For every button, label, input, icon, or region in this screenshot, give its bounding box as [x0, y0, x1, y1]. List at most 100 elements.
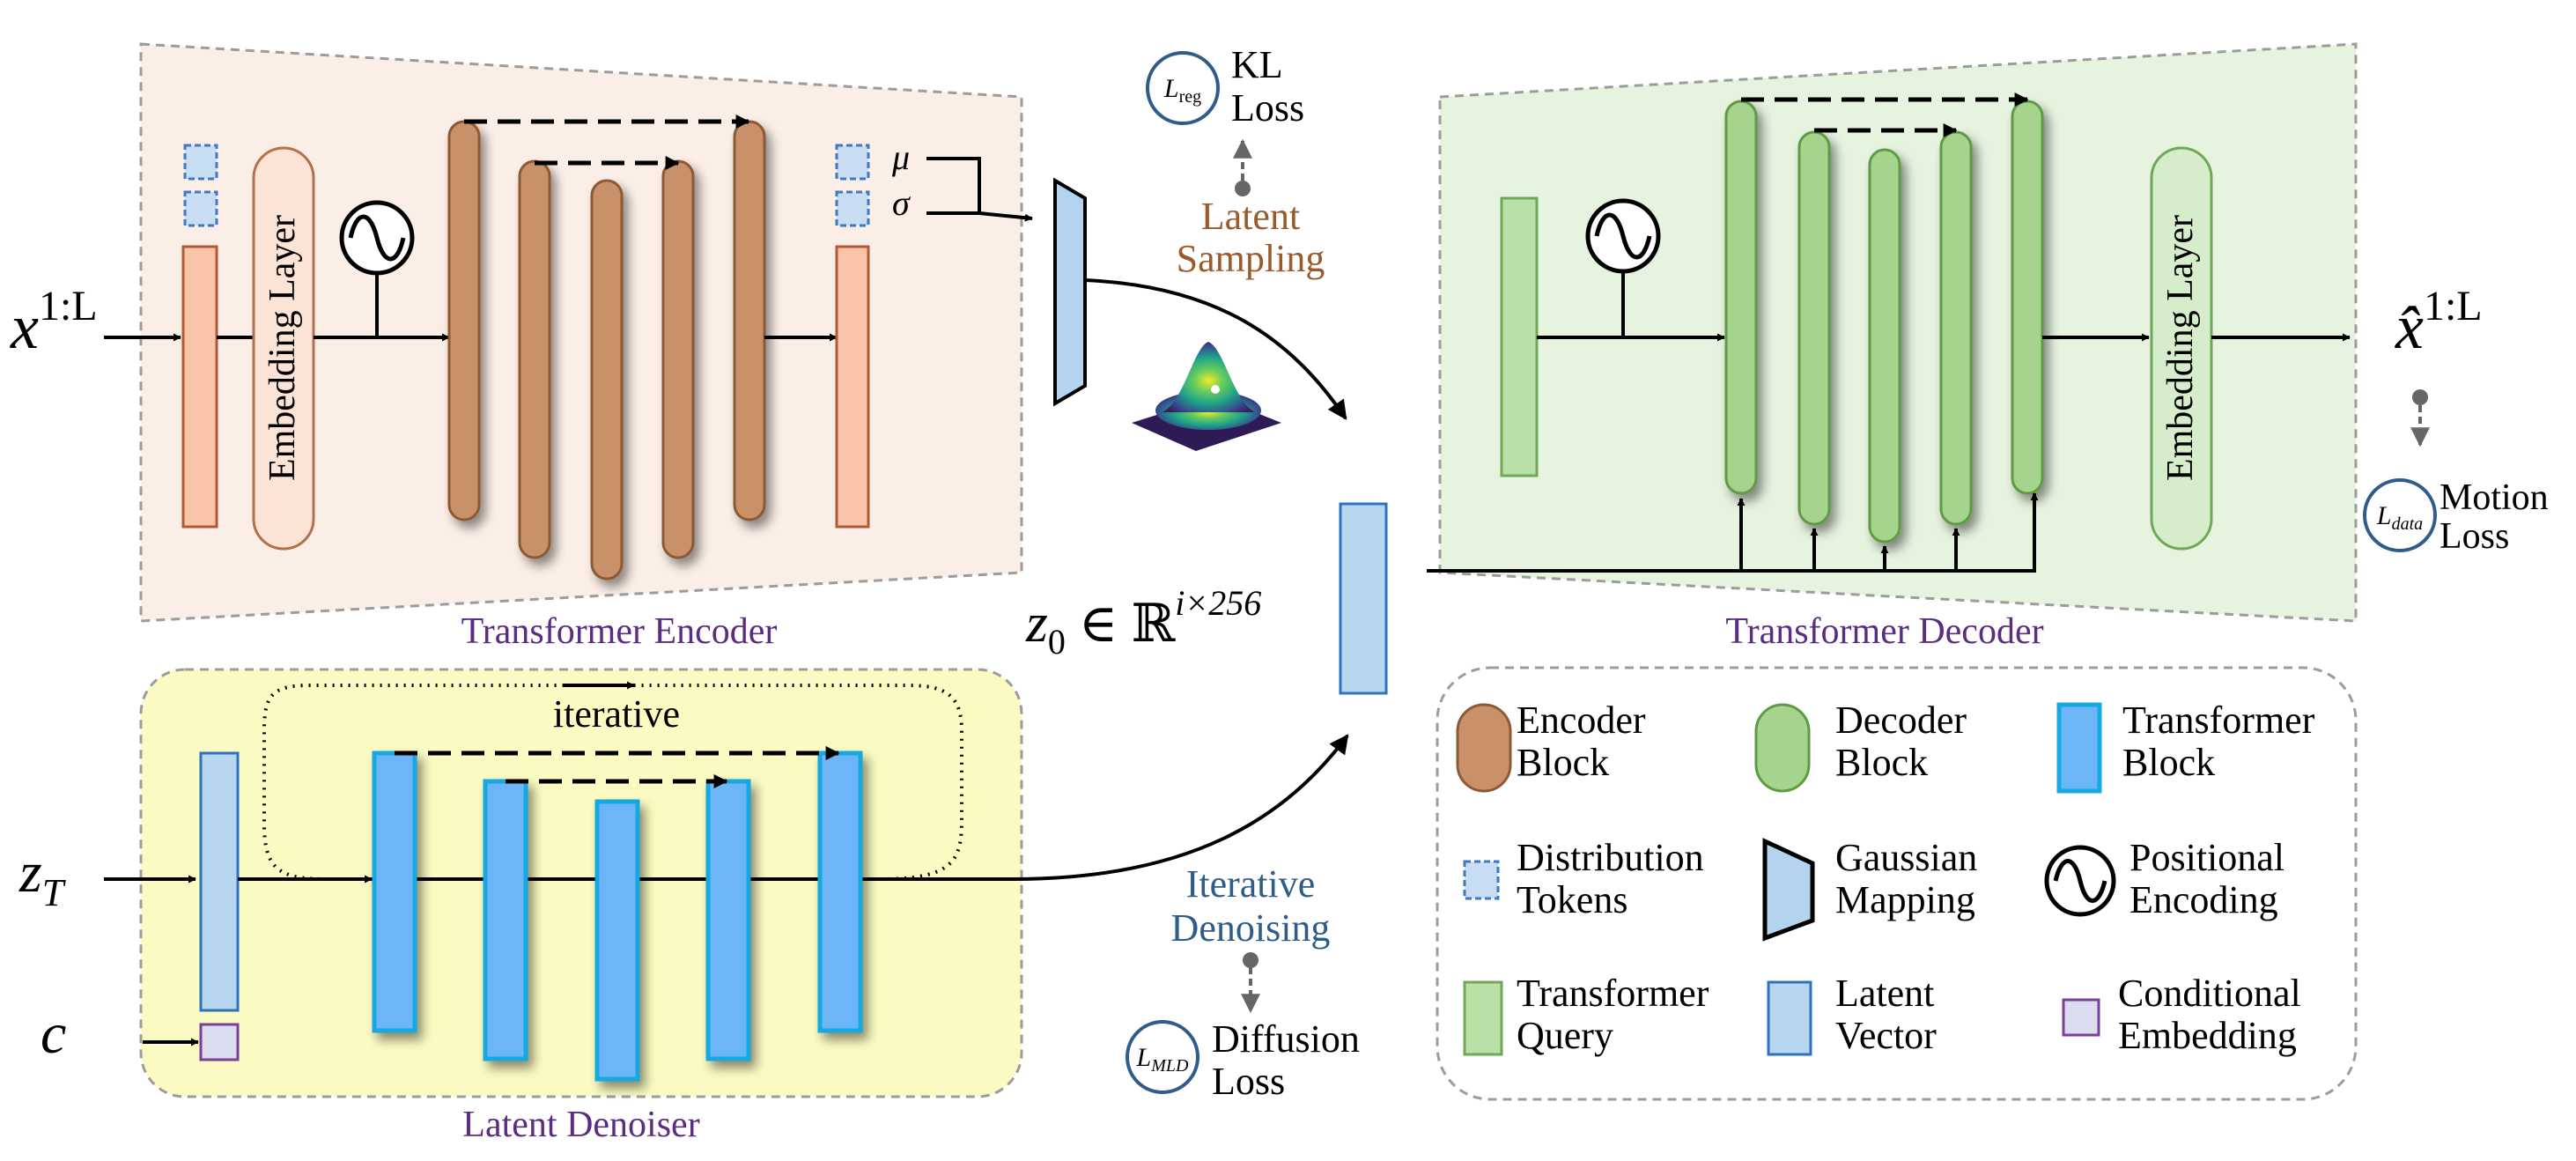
- denoiser-latent-vector: [199, 751, 240, 1012]
- decoder-block-icon: [1754, 703, 1811, 793]
- conditional-embedding: [199, 1023, 240, 1061]
- decoder-block: [2011, 100, 2044, 495]
- legend-item-gaussian-mapping: Gaussian Mapping: [1762, 836, 1977, 942]
- distribution-token: [183, 144, 218, 181]
- transformer-block: [817, 751, 863, 1033]
- svg-text:Embedding: Embedding: [2118, 1014, 2297, 1057]
- encoder-panel: [139, 42, 1023, 623]
- svg-text:Vector: Vector: [1835, 1014, 1937, 1057]
- kl-loss: Lreg KL Loss: [1146, 43, 1304, 129]
- mu-label: μ: [891, 137, 910, 177]
- diffusion-loss: LMLD Diffusion Loss: [1126, 1017, 1360, 1103]
- c-label: c: [41, 1002, 66, 1066]
- decoder-output-label: x̂1:L: [2395, 283, 2483, 362]
- distribution-token: [835, 190, 870, 227]
- latent-vector-z0: [1339, 502, 1388, 695]
- encoder-block: [518, 159, 551, 559]
- diffusion-loss-label-line1: Diffusion: [1212, 1017, 1360, 1061]
- transformer-block: [594, 799, 640, 1082]
- svg-text:Gaussian: Gaussian: [1835, 836, 1977, 879]
- svg-text:Query: Query: [1517, 1014, 1613, 1057]
- motion-loss-icon: [2363, 478, 2437, 552]
- svg-text:Transformer: Transformer: [2122, 699, 2315, 742]
- svg-text:Latent: Latent: [1835, 972, 1934, 1015]
- kl-loss-icon: [1146, 51, 1220, 125]
- legend-item-latent-vector: Latent Vector: [1767, 972, 1937, 1057]
- decoder-embedding-label: Embedding Layer: [2160, 215, 2201, 481]
- iterative-denoising-line1: Iterative: [1186, 862, 1316, 906]
- transformer-block: [483, 779, 528, 1061]
- legend-panel: [1436, 666, 2358, 1101]
- iterative-label: iterative: [553, 692, 680, 736]
- encoder-blocks: [447, 120, 766, 580]
- encoder-block-icon: [1456, 703, 1512, 793]
- z0-label: z0 ∈ ℝi×256: [1025, 583, 1261, 662]
- decoder-block: [1797, 130, 1831, 526]
- transformer-query-icon: [1463, 980, 1503, 1056]
- motion-loss-label-line1: Motion: [2439, 477, 2549, 518]
- svg-text:Lreg: Lreg: [1163, 74, 1201, 107]
- encoder-output-vector: [835, 245, 870, 529]
- distribution-tokens-icon: [1463, 860, 1500, 900]
- latent-vector-icon: [1767, 980, 1812, 1056]
- denoiser-panel: [139, 668, 1023, 1098]
- sigma-label: σ: [892, 183, 911, 223]
- svg-text:Mapping: Mapping: [1835, 878, 1975, 921]
- encoder-input-vector: [181, 245, 218, 529]
- svg-text:Encoder: Encoder: [1517, 699, 1646, 742]
- diffusion-loss-icon: [1126, 1020, 1199, 1094]
- transformer-block: [705, 779, 751, 1061]
- legend-item-decoder-block: Decoder Block: [1754, 699, 1967, 793]
- svg-text:Decoder: Decoder: [1835, 699, 1967, 742]
- svg-text:Block: Block: [1835, 741, 1928, 784]
- svg-text:Distribution: Distribution: [1517, 836, 1704, 879]
- transformer-block: [372, 751, 417, 1033]
- svg-text:LMLD: LMLD: [1136, 1043, 1189, 1076]
- decoder-blocks: [1724, 100, 2044, 544]
- kl-loss-label-line1: KL: [1231, 43, 1283, 86]
- svg-text:Block: Block: [2122, 741, 2215, 784]
- encoder-input-label: x1:L: [10, 283, 98, 362]
- latent-sampling-line2: Sampling: [1177, 237, 1325, 280]
- legend-item-transformer-query: Transformer Query: [1463, 972, 1709, 1057]
- encoder-block: [733, 120, 766, 521]
- decoder-panel-label: Transformer Decoder: [1725, 611, 2043, 652]
- encoder-embedding-label: Embedding Layer: [262, 215, 303, 481]
- motion-loss: Ldata Motion Loss: [2363, 477, 2549, 557]
- gaussian-mapping: [1053, 177, 1087, 407]
- legend-item-encoder-block: Encoder Block: [1456, 699, 1646, 793]
- svg-text:Positional: Positional: [2129, 836, 2284, 879]
- legend-item-positional-encoding: Positional Encoding: [2044, 836, 2284, 921]
- encoder-panel-label: Transformer Encoder: [461, 611, 778, 652]
- decoder-block: [1868, 148, 1901, 544]
- zt-label: zT: [18, 840, 67, 914]
- decoder-block: [1939, 130, 1973, 526]
- svg-text:Tokens: Tokens: [1517, 878, 1628, 921]
- encoder-block: [590, 179, 624, 580]
- distribution-token: [183, 190, 218, 227]
- encoder-embedding-layer: [252, 146, 315, 551]
- legend-item-conditional-embedding: Conditional Embedding: [2062, 972, 2301, 1057]
- decoder-embedding-layer: [2150, 146, 2213, 551]
- gaussian-mapping-icon: [1762, 838, 1815, 942]
- motion-loss-label-line2: Loss: [2439, 516, 2509, 557]
- decoder-block: [1724, 100, 1758, 495]
- distribution-token: [835, 144, 870, 181]
- gaussian-surface: [1132, 342, 1281, 451]
- encoder-block: [661, 159, 695, 559]
- encoder-block: [447, 120, 481, 521]
- positional-encoding-icon: [339, 200, 415, 337]
- latent-sampling-line1: Latent: [1201, 195, 1300, 238]
- svg-text:Transformer: Transformer: [1517, 972, 1709, 1015]
- transformer-query: [1500, 196, 1539, 477]
- transformer-block-icon: [2056, 702, 2102, 794]
- legend-item-distribution-tokens: Distribution Tokens: [1463, 836, 1704, 921]
- positional-encoding-icon: [2044, 845, 2116, 917]
- svg-text:Encoding: Encoding: [2129, 878, 2278, 921]
- svg-text:Ldata: Ldata: [2376, 501, 2423, 534]
- positional-encoding-icon: [1585, 198, 1661, 337]
- diffusion-loss-label-line2: Loss: [1212, 1060, 1285, 1103]
- svg-text:Conditional: Conditional: [2118, 972, 2301, 1015]
- legend-item-transformer-block: Transformer Block: [2056, 699, 2315, 794]
